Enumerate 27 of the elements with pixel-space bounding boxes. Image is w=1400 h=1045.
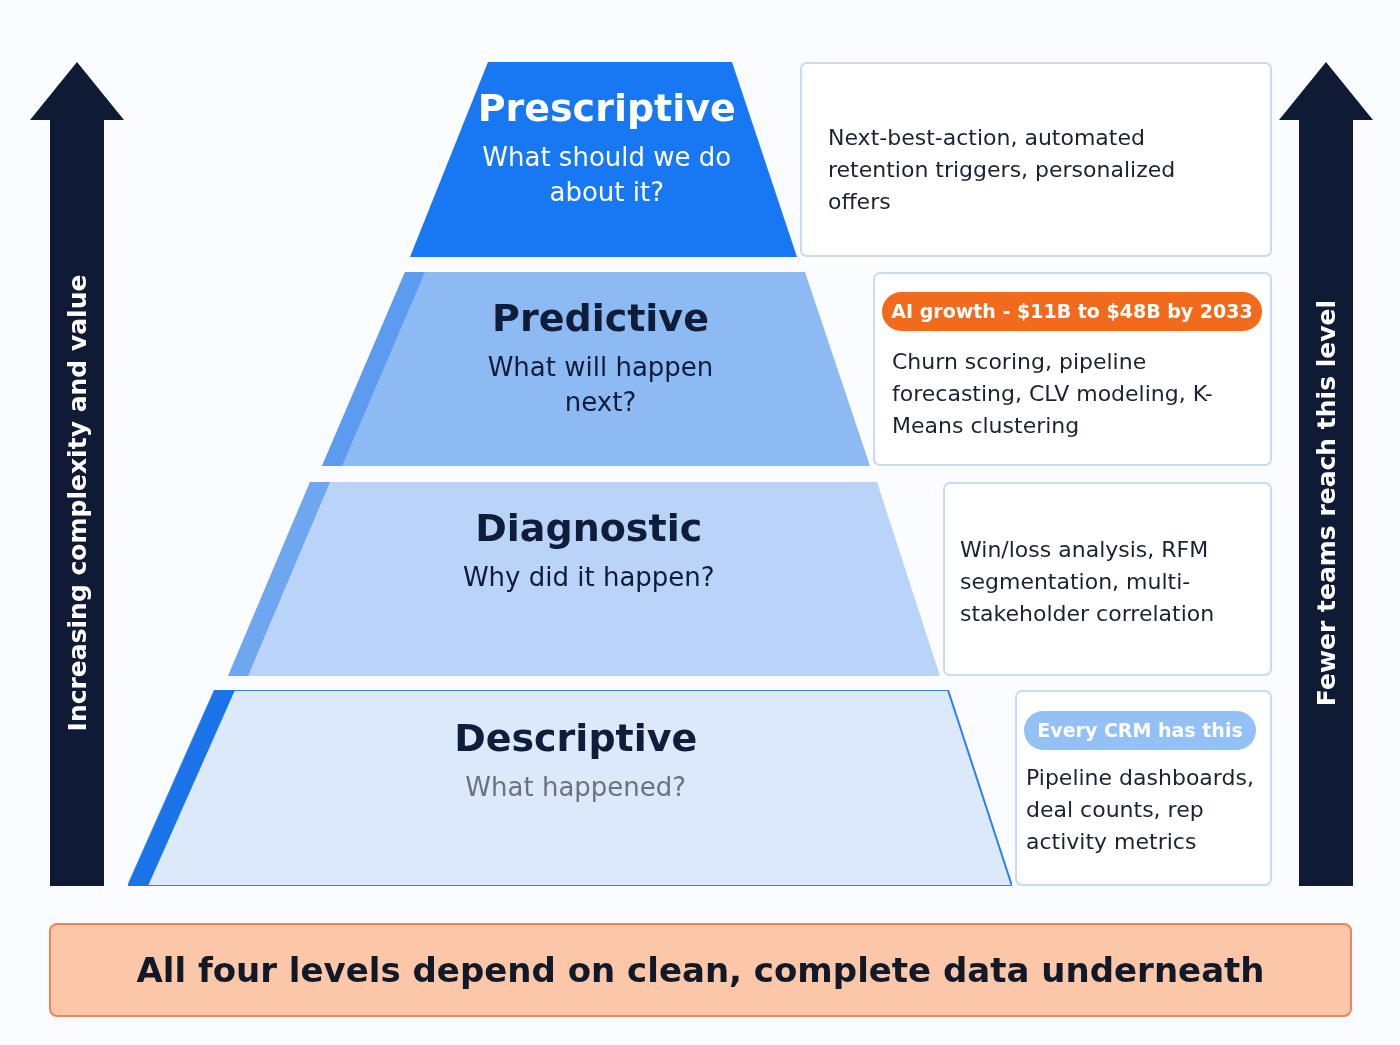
description-text: Win/loss analysis, RFM segmentation, multi-stakeholder correlation (960, 536, 1216, 628)
pyramid-level (128, 690, 1012, 886)
pyramid-level (410, 62, 797, 257)
highlight-badge: AI growth - $11B to $48B by 2033 (882, 292, 1262, 331)
level-title: Predictive (491, 296, 710, 340)
arrow-label: Fewer teams reach this level (1311, 299, 1341, 707)
level-question: Why did it happen? (461, 561, 716, 594)
pyramid-level (228, 482, 940, 676)
description-panel (943, 482, 1272, 676)
highlight-badge: Every CRM has this (1024, 711, 1256, 750)
description-text: Next-best-action, automated retention triggers, personalized offers (828, 124, 1177, 216)
level-question: What happened? (464, 771, 688, 804)
description-text: Pipeline dashboards, deal counts, rep activity metrics (1026, 764, 1255, 856)
description-text: Churn scoring, pipeline forecasting, CLV modeling, K-Means clustering (892, 348, 1214, 440)
level-question: What should we do about it? (481, 141, 733, 209)
level-title: Prescriptive (476, 86, 737, 130)
foundation-banner: All four levels depend on clean, complete data underneath (49, 923, 1352, 1017)
description-panel (1015, 690, 1272, 886)
description-panel (873, 272, 1272, 466)
vertical-arrow (1279, 62, 1373, 886)
arrow-label: Increasing complexity and value (62, 274, 92, 732)
vertical-arrow (30, 62, 124, 886)
level-question: What will happen next? (486, 351, 715, 419)
level-title: Descriptive (453, 716, 699, 760)
description-panel (800, 62, 1272, 257)
level-title: Diagnostic (474, 506, 704, 550)
pyramid-level (322, 272, 870, 466)
